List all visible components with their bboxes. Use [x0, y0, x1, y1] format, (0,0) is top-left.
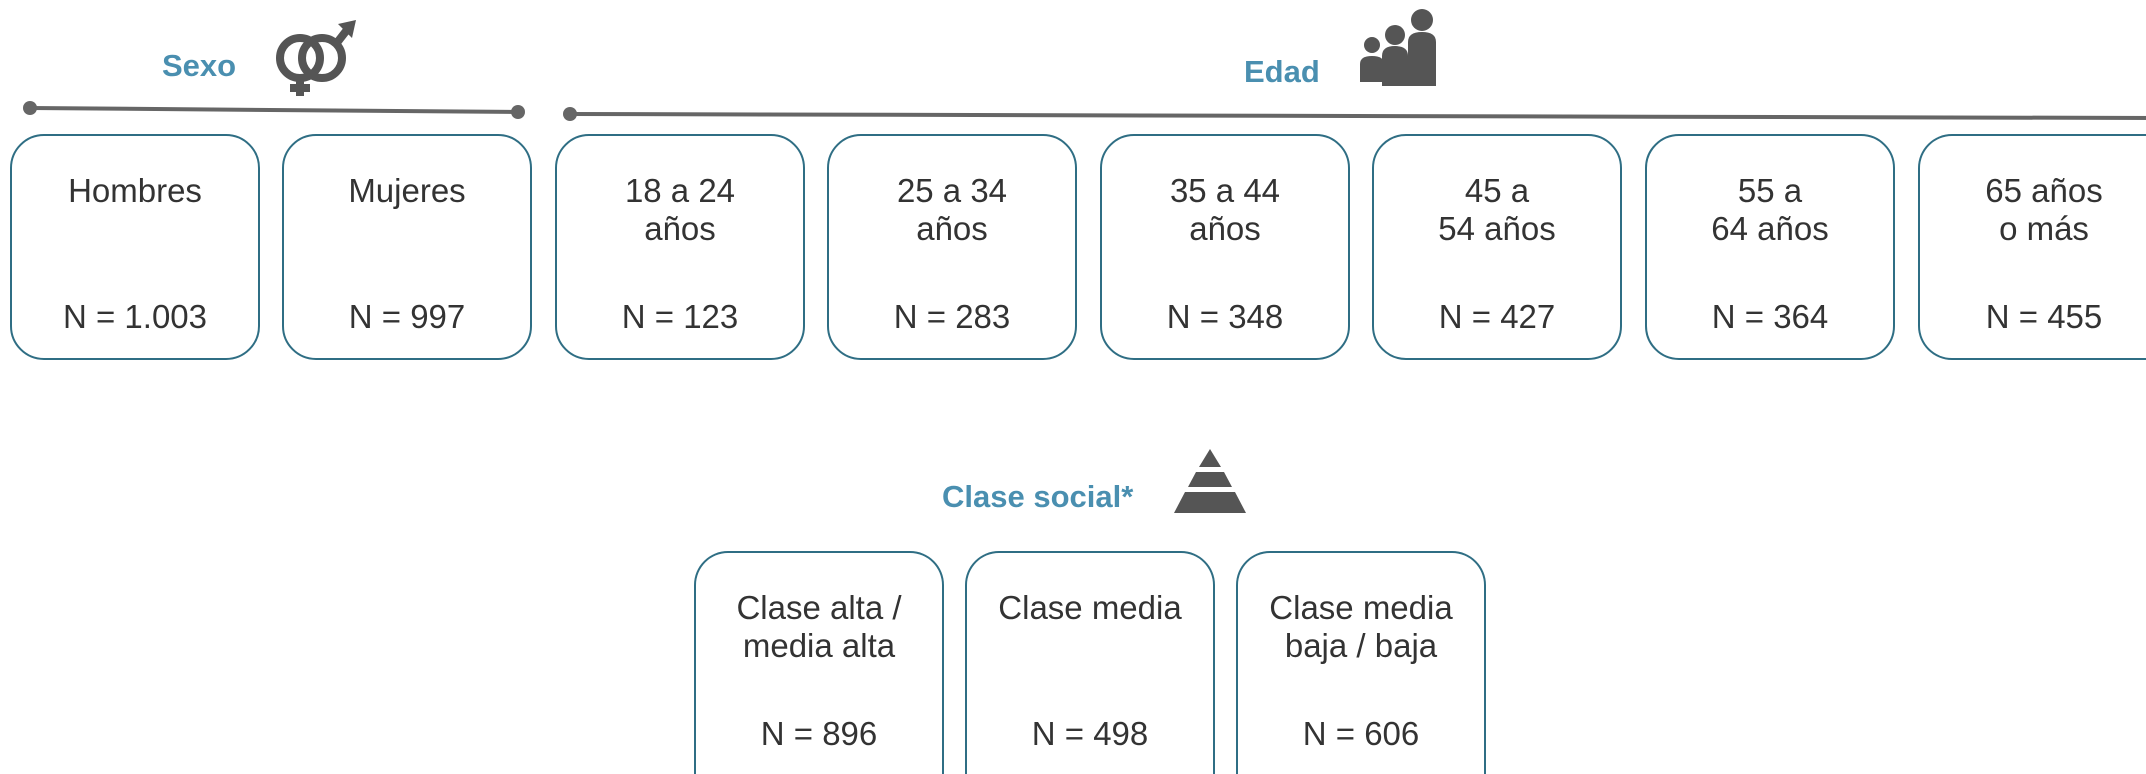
card-count: N = 348 — [1166, 298, 1284, 335]
card-count: N = 364 — [1711, 298, 1829, 335]
card-35-44: 35 a 44 años N = 348 — [1100, 134, 1350, 360]
card-45-54: 45 a 54 años N = 427 — [1372, 134, 1622, 360]
family-group-icon — [1360, 9, 1436, 86]
clase-social-title: Clase social* — [942, 479, 1134, 514]
card-count: N = 427 — [1438, 298, 1556, 335]
card-label: 35 a 44 años — [1169, 172, 1281, 247]
card-mujeres: Mujeres N = 997 — [282, 134, 532, 360]
card-count: N = 896 — [760, 715, 878, 752]
card-25-34: 25 a 34 años N = 283 — [827, 134, 1077, 360]
card-label: Clase media — [998, 589, 1182, 626]
card-18-24: 18 a 24 años N = 123 — [555, 134, 805, 360]
card-label: Mujeres — [348, 172, 466, 209]
card-55-64: 55 a 64 años N = 364 — [1645, 134, 1895, 360]
card-label: 55 a 64 años — [1711, 172, 1829, 247]
card-count: N = 498 — [1031, 715, 1149, 752]
card-label: 45 a 54 años — [1438, 172, 1556, 247]
card-label: 25 a 34 años — [896, 172, 1008, 247]
card-count: N = 283 — [893, 298, 1011, 335]
card-clase-alta: Clase alta / media alta N = 896 — [694, 551, 944, 774]
card-count: N = 455 — [1985, 298, 2103, 335]
card-count: N = 997 — [348, 298, 466, 335]
card-label: 65 años o más — [1985, 172, 2103, 247]
card-label: Clase media baja / baja — [1269, 589, 1453, 664]
card-clase-baja: Clase media baja / baja N = 606 — [1236, 551, 1486, 774]
card-clase-media: Clase media N = 498 — [965, 551, 1215, 774]
card-count: N = 606 — [1302, 715, 1420, 752]
card-hombres: Hombres N = 1.003 — [10, 134, 260, 360]
card-label: 18 a 24 años — [624, 172, 736, 247]
edad-title: Edad — [1244, 54, 1320, 89]
edad-bracket-line — [563, 107, 2146, 121]
card-count: N = 1.003 — [62, 298, 208, 335]
pyramid-icon — [1174, 449, 1246, 513]
card-label: Clase alta / media alta — [736, 589, 902, 664]
card-count: N = 123 — [621, 298, 739, 335]
sexo-bracket-line — [23, 101, 525, 119]
card-65-mas: 65 años o más N = 455 — [1918, 134, 2146, 360]
sexo-title: Sexo — [162, 48, 237, 83]
gender-symbols-icon — [276, 20, 356, 96]
card-label: Hombres — [68, 172, 202, 209]
